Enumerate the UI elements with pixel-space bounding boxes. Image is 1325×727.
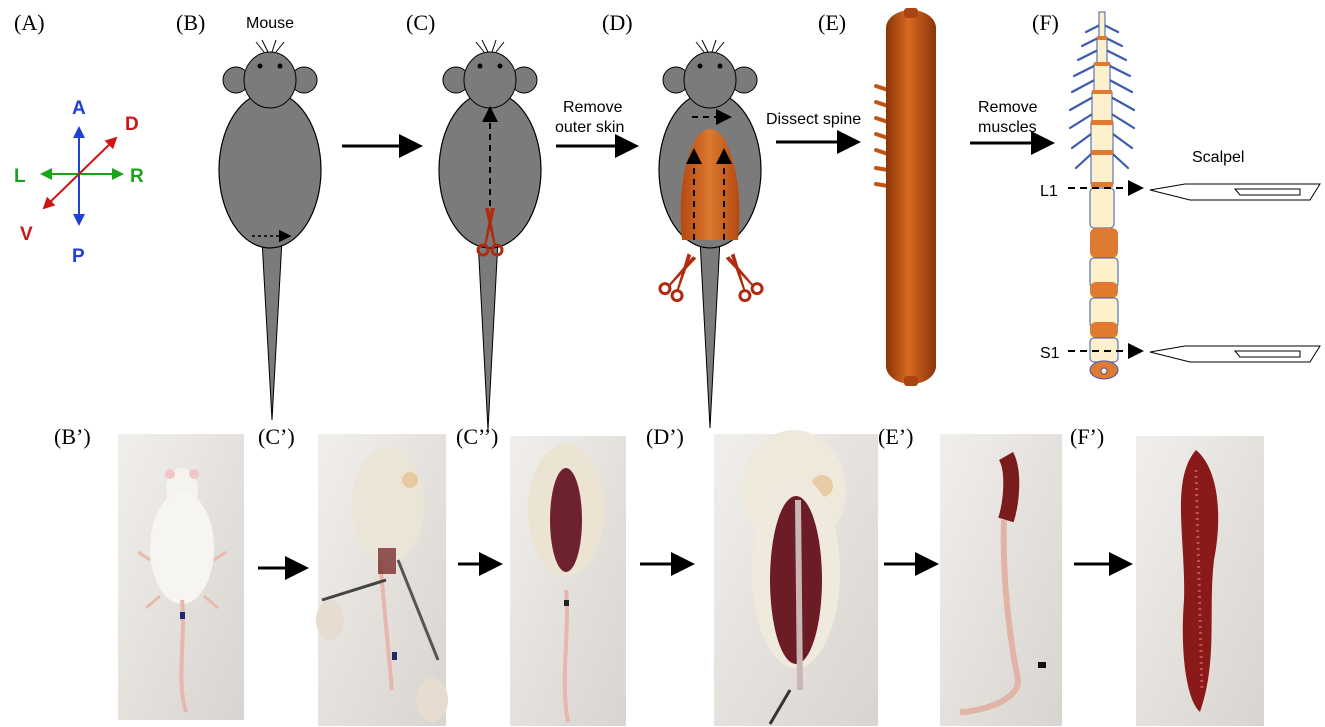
scissors-right-icon (720, 250, 764, 303)
mouse-illustration-b (219, 40, 321, 420)
axis-label-anterior: A (72, 98, 86, 119)
panel-label-e-prime: (E’) (878, 424, 913, 449)
dissect-spine-label: Dissect spine (766, 111, 861, 128)
spinal-column-illustration (1070, 12, 1134, 379)
orientation-compass: A P L R D V (14, 98, 144, 267)
photo-skin-retracted (510, 436, 626, 726)
panel-label-d: (D) (602, 10, 633, 35)
s1-label: S1 (1040, 345, 1060, 362)
remove-muscles-label-line2: muscles (978, 119, 1037, 136)
panel-label-f-prime: (F’) (1070, 424, 1104, 449)
axis-label-dorsal: D (125, 114, 139, 135)
step-remove-outer-skin: Remove outer skin (555, 99, 636, 146)
scissors-left-icon (658, 250, 702, 303)
panel-label-b: (B) (176, 10, 205, 35)
l1-label: L1 (1040, 183, 1058, 200)
panel-label-c-double-prime: (C’’) (456, 424, 498, 449)
axis-label-ventral: V (20, 224, 33, 245)
photo-intact-mouse (118, 434, 244, 720)
scalpel-label: Scalpel (1192, 149, 1244, 166)
dissected-spine-illustration (876, 8, 936, 386)
step-dissect-spine: Dissect spine (766, 111, 861, 142)
panel-label-c: (C) (406, 10, 435, 35)
photo-cleaned-spine (1136, 436, 1264, 726)
panel-label-c-prime: (C’) (258, 424, 295, 449)
remove-outer-skin-label-line2: outer skin (555, 119, 624, 136)
photo-opened-torso (714, 430, 878, 726)
axis-label-posterior: P (72, 246, 85, 267)
axis-label-left: L (14, 166, 26, 187)
scalpel-icon-l1 (1150, 184, 1320, 200)
photo-cutting-skin (316, 434, 448, 726)
axis-label-right: R (130, 166, 144, 187)
remove-muscles-label-line1: Remove (978, 99, 1038, 116)
mouse-label: Mouse (246, 15, 294, 32)
panel-label-e: (E) (818, 10, 846, 35)
panel-label-b-prime: (B’) (54, 424, 91, 449)
step-remove-muscles: Remove muscles (970, 99, 1052, 143)
panel-label-d-prime: (D’) (646, 424, 684, 449)
mouse-illustration-d (658, 40, 764, 428)
scalpel-icon-s1 (1150, 346, 1320, 362)
panel-label-f: (F) (1032, 10, 1059, 35)
remove-outer-skin-label-line1: Remove (563, 99, 623, 116)
panel-label-a: (A) (14, 10, 45, 35)
photo-extracted-spine (940, 434, 1062, 726)
mouse-illustration-c (439, 40, 541, 430)
